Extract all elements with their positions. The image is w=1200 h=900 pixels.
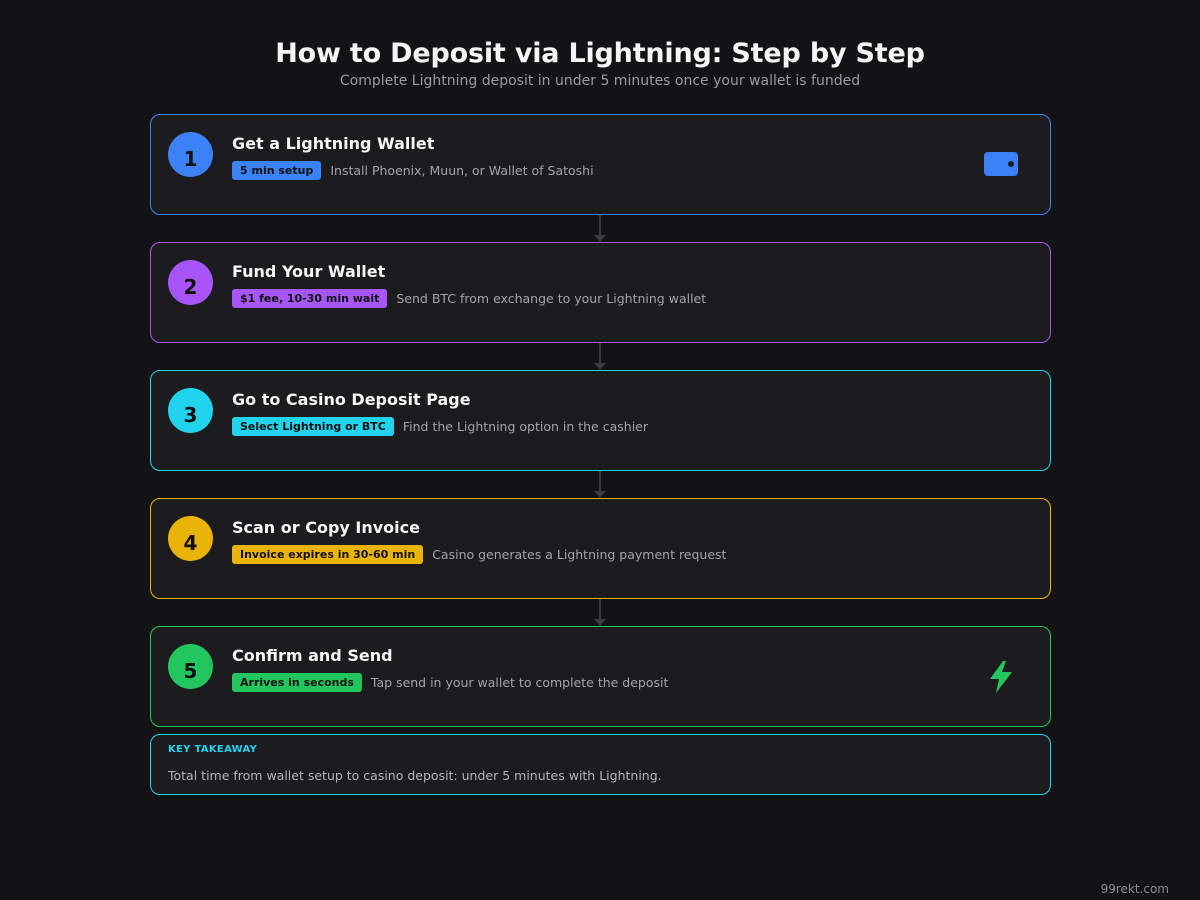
step-description: Install Phoenix, Muun, or Wallet of Sato… — [330, 163, 594, 178]
step-tag: $1 fee, 10-30 min wait — [232, 289, 388, 308]
step-card-4: 4 Scan or Copy Invoice Invoice expires i… — [150, 498, 1051, 599]
connector-line — [599, 471, 601, 493]
step-description: Find the Lightning option in the cashier — [402, 419, 648, 434]
step-card-1: 1 Get a Lightning Wallet 5 min setup Ins… — [150, 114, 1051, 215]
takeaway-label: KEY TAKEAWAY — [168, 744, 258, 755]
connector-arrow — [594, 235, 606, 242]
header: How to Deposit via Lightning: Step by St… — [0, 38, 1200, 89]
connector-line — [599, 599, 601, 621]
step-number-badge: 1 — [168, 132, 213, 177]
step-tag: Arrives in seconds — [232, 673, 362, 692]
step-number-badge: 3 — [168, 388, 213, 433]
step-card-2: 2 Fund Your Wallet $1 fee, 10-30 min wai… — [150, 242, 1051, 343]
step-tag: Select Lightning or BTC — [232, 417, 394, 436]
connector-line — [599, 343, 601, 365]
watermark: 99rekt.com — [1100, 882, 1169, 896]
step-number-badge: 2 — [168, 260, 213, 305]
step-number-badge: 5 — [168, 644, 213, 689]
page-title: How to Deposit via Lightning: Step by St… — [275, 38, 925, 69]
step-title: Get a Lightning Wallet — [232, 134, 435, 153]
step-title: Fund Your Wallet — [232, 262, 386, 281]
step-number-badge: 4 — [168, 516, 213, 561]
steps-list: 1 Get a Lightning Wallet 5 min setup Ins… — [150, 114, 1051, 754]
step-description: Send BTC from exchange to your Lightning… — [396, 291, 707, 306]
connector-arrow — [594, 491, 606, 498]
step-description: Casino generates a Lightning payment req… — [432, 547, 727, 562]
step-tag: Invoice expires in 30-60 min — [232, 545, 424, 564]
step-title: Scan or Copy Invoice — [232, 518, 420, 537]
connector-arrow — [594, 619, 606, 626]
takeaway-text: Total time from wallet setup to casino d… — [168, 768, 662, 783]
step-description: Tap send in your wallet to complete the … — [370, 675, 669, 690]
page-subtitle: Complete Lightning deposit in under 5 mi… — [339, 73, 861, 89]
key-takeaway-box: KEY TAKEAWAY Total time from wallet setu… — [150, 734, 1051, 795]
connector-arrow — [594, 363, 606, 370]
step-title: Go to Casino Deposit Page — [232, 390, 471, 409]
step-card-5: 5 Confirm and Send Arrives in seconds Ta… — [150, 626, 1051, 727]
wallet-icon — [984, 151, 1018, 181]
step-tag: 5 min setup — [232, 161, 322, 180]
lightning-bolt-icon — [990, 661, 1012, 697]
step-card-3: 3 Go to Casino Deposit Page Select Light… — [150, 370, 1051, 471]
step-title: Confirm and Send — [232, 646, 393, 665]
connector-line — [599, 215, 601, 237]
